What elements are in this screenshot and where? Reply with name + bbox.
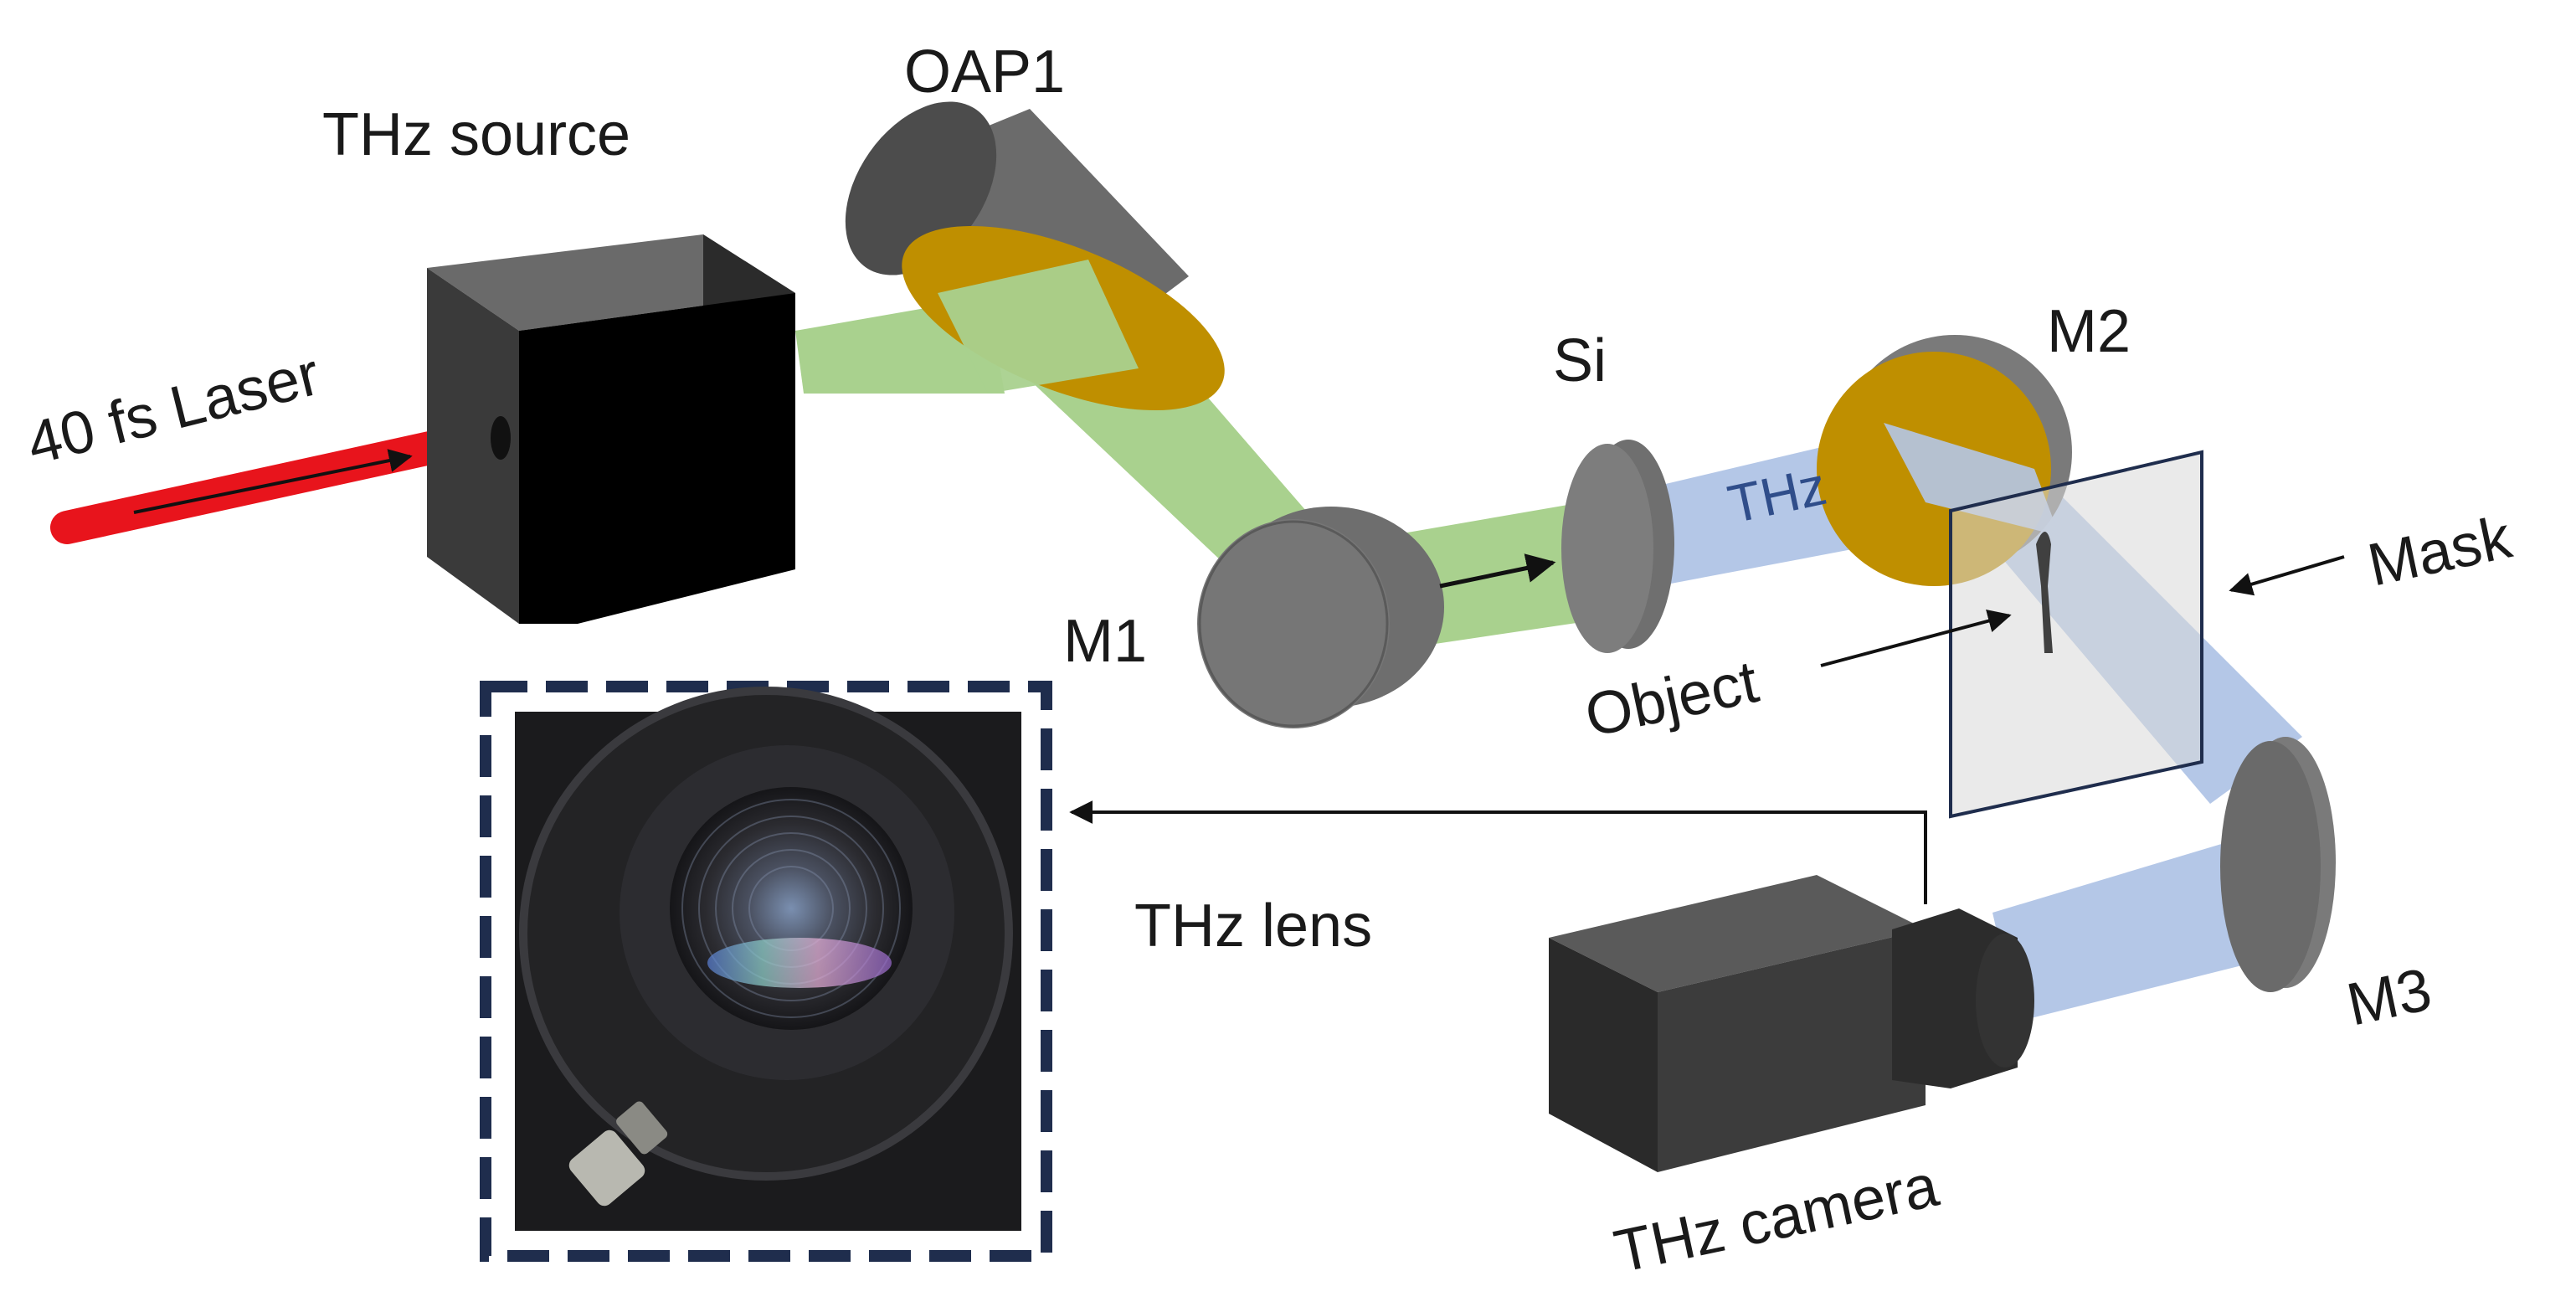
si-window xyxy=(1561,440,1674,653)
label-object: Object xyxy=(1580,648,1764,750)
label-m1: M1 xyxy=(1063,608,1147,675)
label-m3: M3 xyxy=(2342,956,2437,1039)
mask xyxy=(1949,450,2203,819)
object-shape xyxy=(2036,532,2053,653)
label-mask: Mask xyxy=(2363,503,2518,599)
label-laser: 40 fs Laser xyxy=(21,341,326,478)
label-thz-source: THz source xyxy=(322,101,630,168)
m1-mirror xyxy=(1197,507,1444,728)
label-m2: M2 xyxy=(2047,298,2131,365)
m1-direction-arrow xyxy=(1439,553,1556,589)
m3-mirror xyxy=(2220,737,2336,992)
thz-lens-inset xyxy=(480,681,1052,1262)
green-beam xyxy=(795,260,1599,653)
oap1-mirror xyxy=(845,101,1225,411)
camera-to-inset-arrow xyxy=(1069,800,1927,904)
label-thz-lens: THz lens xyxy=(1134,893,1372,960)
thz-source-box xyxy=(427,234,795,624)
thz-camera xyxy=(1549,875,2034,1172)
object-pointer-arrow xyxy=(1820,609,2012,667)
mask-pointer-arrow xyxy=(2229,555,2345,596)
label-thz-camera: THz camera xyxy=(1609,1152,1945,1286)
label-si: Si xyxy=(1553,327,1607,394)
label-oap1: OAP1 xyxy=(904,39,1065,105)
laser-direction-arrow xyxy=(133,449,413,514)
source-aperture xyxy=(491,416,511,460)
